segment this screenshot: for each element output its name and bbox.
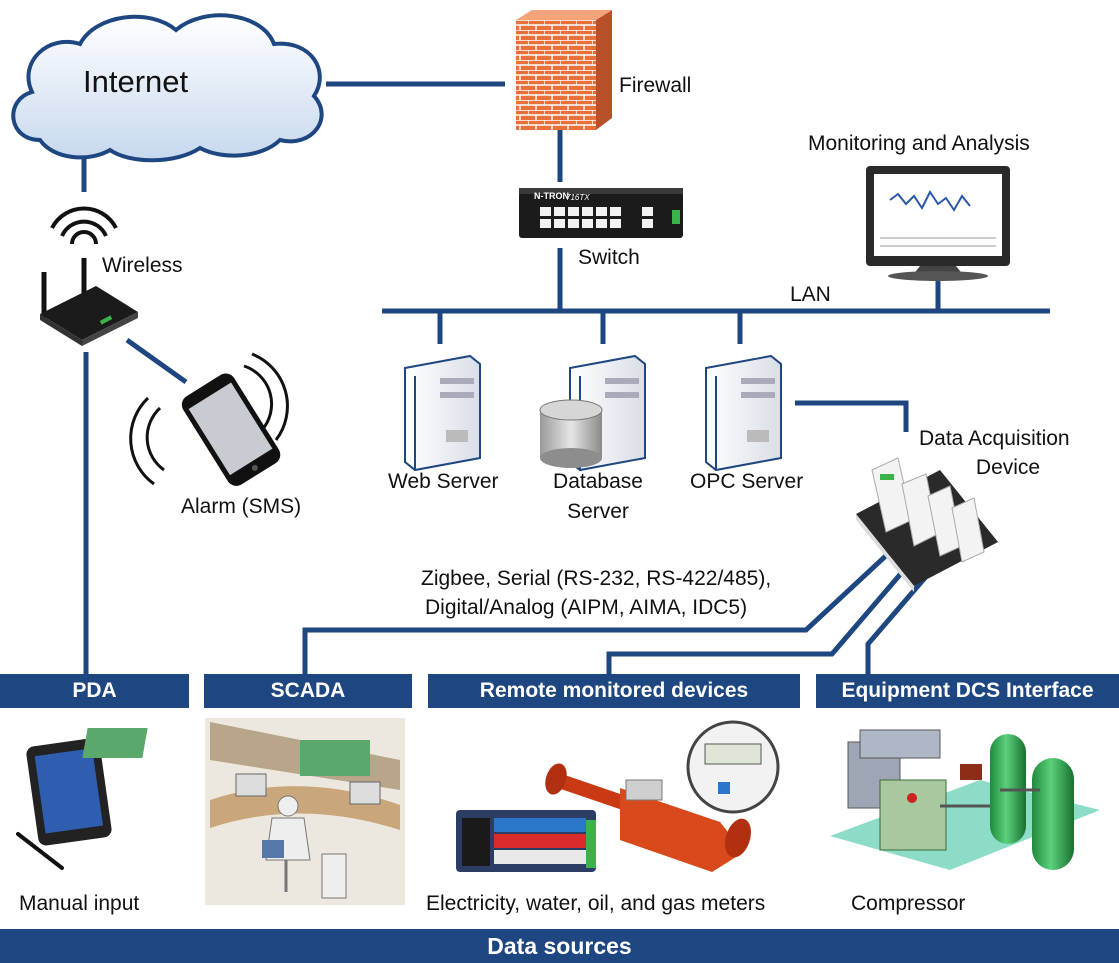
switch-model-label: 716TX [566, 193, 590, 202]
daq-dcs-link [865, 570, 932, 674]
opc-server-label: OPC Server [690, 470, 804, 493]
data-sources-footer: Data sources [0, 929, 1119, 963]
lan-label: LAN [790, 283, 831, 306]
meters-caption: Electricity, water, oil, and gas meters [426, 892, 766, 915]
remote-devices-header: Remote monitored devices [428, 674, 800, 708]
connection-lines [81, 81, 1050, 674]
daq-label-line1: Data Acquisition [919, 427, 1070, 450]
alarm-label: Alarm (SMS) [181, 495, 302, 518]
compressor-image [830, 729, 1100, 870]
database-server-label-line2: Server [567, 500, 629, 523]
web-server-icon [404, 354, 481, 472]
smartphone-icon [129, 352, 289, 486]
daq-scada-link [302, 550, 892, 674]
firewall-icon [516, 10, 612, 130]
scada-control-room-image [82, 718, 405, 905]
switch-label: Switch [578, 246, 640, 269]
wireless-alarm-link [125, 337, 188, 385]
daq-remote-link [606, 561, 912, 674]
daq-label-line2: Device [975, 456, 1041, 479]
data-acquisition-device-icon [856, 457, 998, 592]
wireless-label: Wireless [102, 254, 183, 277]
internet-label: Internet [83, 64, 189, 99]
opc-daq-link [795, 400, 909, 432]
database-server-icon [539, 354, 646, 472]
switch-brand-label: N-TRON [534, 191, 569, 201]
database-server-label-line1: Database [553, 470, 643, 493]
pda-header: PDA [0, 674, 189, 708]
dcs-interface-header: Equipment DCS Interface [816, 674, 1119, 708]
opc-server-icon [705, 354, 782, 472]
internet-cloud-icon [11, 13, 324, 163]
web-server-label: Web Server [388, 470, 499, 493]
wireless-router-icon [40, 206, 138, 346]
monitoring-label: Monitoring and Analysis [808, 132, 1030, 155]
protocols-label-line2: Digital/Analog (AIPM, AIMA, IDC5) [425, 596, 748, 619]
pda-caption: Manual input [19, 892, 140, 915]
meters-image [456, 720, 780, 872]
protocols-label-line1: Zigbee, Serial (RS-232, RS-422/485), [421, 567, 772, 590]
scada-header: SCADA [204, 674, 412, 708]
compressor-caption: Compressor [851, 892, 966, 915]
tablet-icon [16, 738, 112, 870]
switch-icon [519, 188, 683, 238]
monitor-icon [866, 166, 1010, 281]
firewall-label: Firewall [619, 74, 692, 97]
